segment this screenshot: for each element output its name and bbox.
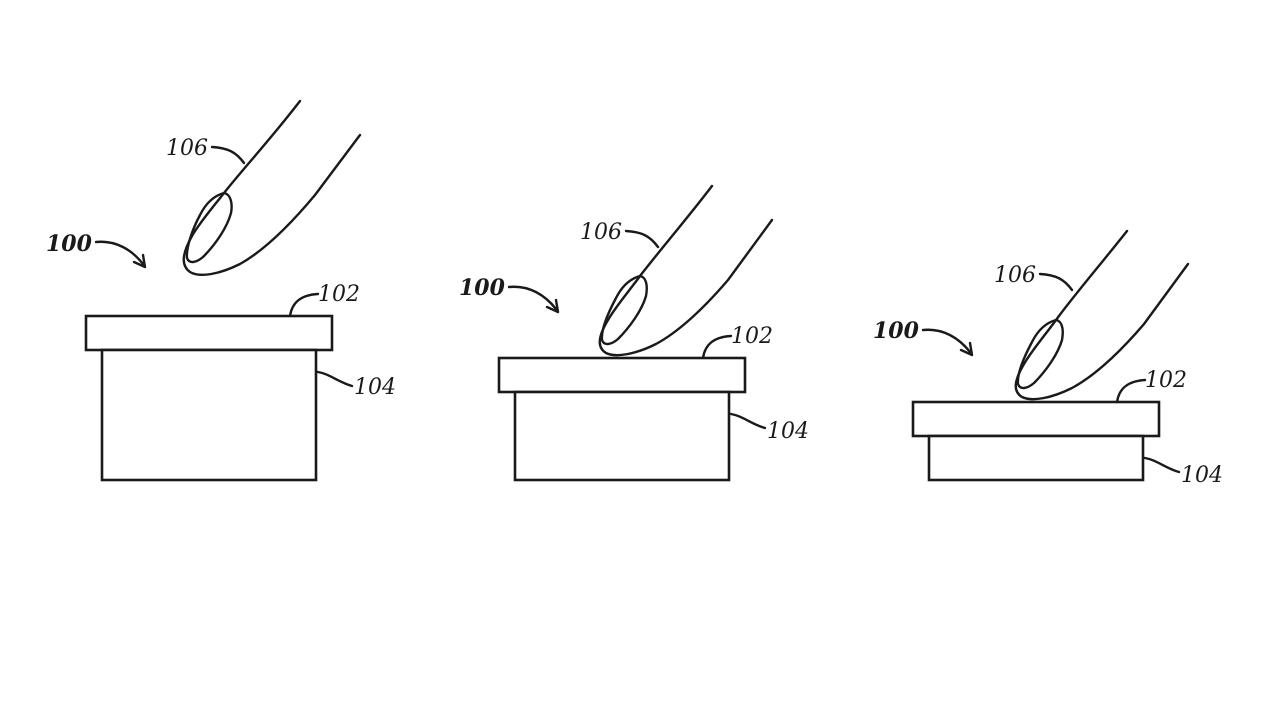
assembly-arrow xyxy=(921,328,972,354)
assembly-label: 100 xyxy=(46,231,93,257)
cap-plate xyxy=(84,314,334,352)
finger-drawing xyxy=(598,184,774,357)
base-label: 104 xyxy=(1181,463,1223,488)
base-block xyxy=(513,390,731,482)
finger-label: 106 xyxy=(994,263,1036,288)
base-leader xyxy=(316,370,354,388)
cap-plate xyxy=(911,400,1161,438)
panel-2: 106 100 102 104 xyxy=(459,184,809,482)
cap-leader xyxy=(701,334,733,360)
finger-drawing xyxy=(1014,229,1190,401)
cap-label: 102 xyxy=(1145,368,1187,393)
cap-plate xyxy=(497,356,747,394)
panel-1: 106 100 102 104 xyxy=(46,99,396,482)
base-block xyxy=(927,434,1145,482)
assembly-arrow xyxy=(94,240,145,266)
assembly-label: 100 xyxy=(873,318,920,344)
cap-leader xyxy=(288,292,320,318)
finger-label: 106 xyxy=(166,136,208,161)
base-leader xyxy=(729,412,767,430)
base-label: 104 xyxy=(354,375,396,400)
finger-drawing xyxy=(182,99,362,276)
assembly-label: 100 xyxy=(459,275,506,301)
finger-leader xyxy=(210,145,246,165)
panel-3: 106 100 102 104 xyxy=(873,229,1223,488)
cap-leader xyxy=(1115,378,1147,404)
base-leader xyxy=(1143,456,1181,474)
base-label: 104 xyxy=(767,419,809,444)
finger-label: 106 xyxy=(580,220,622,245)
assembly-arrow xyxy=(507,285,558,311)
finger-leader xyxy=(624,229,660,249)
cap-label: 102 xyxy=(731,324,773,349)
finger-leader xyxy=(1038,272,1074,292)
base-block xyxy=(100,348,318,482)
cap-label: 102 xyxy=(318,282,360,307)
